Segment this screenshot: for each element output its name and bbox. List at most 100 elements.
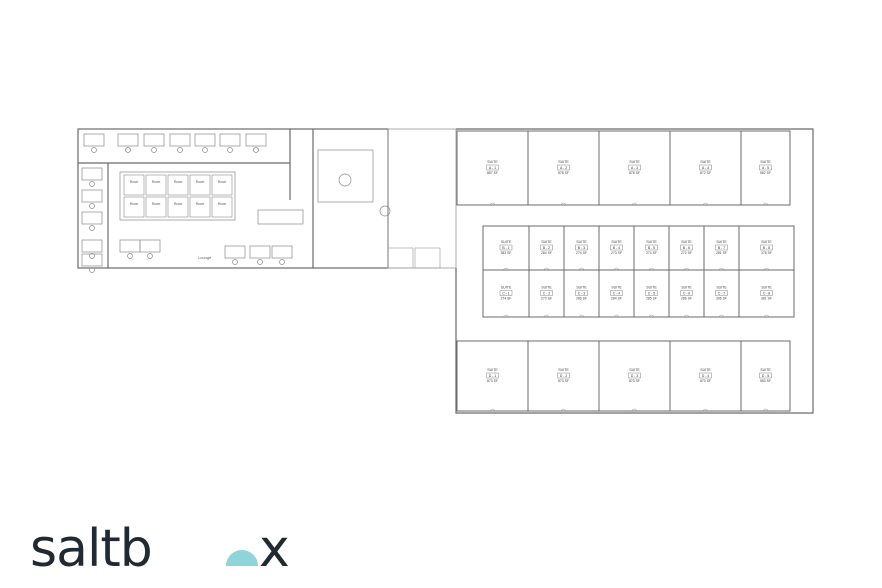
desk (81, 167, 103, 181)
suite-id: B - 2 (543, 246, 550, 250)
desk (81, 189, 103, 203)
suite-area: 873 SF (629, 379, 640, 383)
suite-id: C - 8 (763, 291, 770, 295)
meeting-room[interactable]: Room (145, 196, 167, 218)
suite-id: B - 3 (578, 246, 585, 250)
suite-id: D - 3 (631, 374, 638, 378)
suite-label: SUITE (760, 368, 771, 372)
chair (202, 147, 208, 153)
logo-text-start: saltb (30, 522, 152, 578)
suite-label: SUITE (646, 240, 657, 244)
room-label: Room (130, 202, 139, 206)
chair (127, 253, 133, 259)
desk (194, 133, 216, 147)
meeting-room[interactable]: Room (211, 196, 233, 218)
suite-area: 272 SF (681, 251, 692, 255)
suite-id: C - 4 (613, 291, 620, 295)
chair (151, 147, 157, 153)
suite-id: B - 5 (648, 246, 655, 250)
chair (89, 225, 95, 231)
suite-area: 878 SF (558, 171, 569, 175)
suite-id: B - 4 (613, 246, 620, 250)
meeting-room[interactable]: Room (167, 196, 189, 218)
suite-label: SUITE (501, 286, 512, 290)
room-label: Room (152, 202, 161, 206)
suite-area: 274 SF (646, 251, 657, 255)
room-label: Room (218, 180, 227, 184)
chair (89, 253, 95, 259)
suite-label: SUITE (629, 368, 640, 372)
desk (81, 253, 103, 267)
meeting-room[interactable]: Room (123, 174, 145, 196)
suite-label: SUITE (646, 286, 657, 290)
suite-id: C - 6 (683, 291, 690, 295)
chair (89, 181, 95, 187)
suite-label: SUITE (576, 240, 587, 244)
chair (279, 259, 285, 265)
suite-area: 284 SF (611, 297, 622, 301)
suite-label: SUITE (761, 286, 772, 290)
chair (89, 267, 95, 273)
suite-label: SUITE (501, 240, 512, 244)
suite-area: 284 SF (541, 251, 552, 255)
room-label: Room (196, 180, 205, 184)
desk (83, 133, 105, 147)
desk (224, 245, 246, 259)
suite-area: 306 SF (716, 297, 727, 301)
suite-label: SUITE (761, 240, 772, 244)
suite-label: SUITE (681, 240, 692, 244)
suite-area: 285 SF (646, 297, 657, 301)
suite-area: 274 SF (576, 251, 587, 255)
meeting-room[interactable]: Room (189, 196, 211, 218)
suite-label: SUITE (700, 368, 711, 372)
chair (125, 147, 131, 153)
suite-area: 281 SF (716, 251, 727, 255)
coworking-area (77, 128, 457, 269)
suite-id: D - 2 (560, 374, 567, 378)
meeting-room[interactable]: Room (211, 174, 233, 196)
round-table (338, 173, 352, 187)
suite-area: 582 SF (760, 171, 771, 175)
chair (177, 147, 183, 153)
chair (253, 147, 259, 153)
meeting-room[interactable]: Room (145, 174, 167, 196)
suite-area: 286 SF (576, 297, 587, 301)
meeting-room[interactable]: Room (123, 196, 145, 218)
suite-id: C - 1 (502, 291, 509, 295)
chair (257, 259, 263, 265)
desk (143, 133, 165, 147)
suites-building (455, 128, 814, 414)
meeting-room[interactable]: Room (167, 174, 189, 196)
suite-id: A - 1 (489, 166, 496, 170)
suite-label: SUITE (487, 160, 498, 164)
desk (169, 133, 191, 147)
meeting-room[interactable]: Room (189, 174, 211, 196)
